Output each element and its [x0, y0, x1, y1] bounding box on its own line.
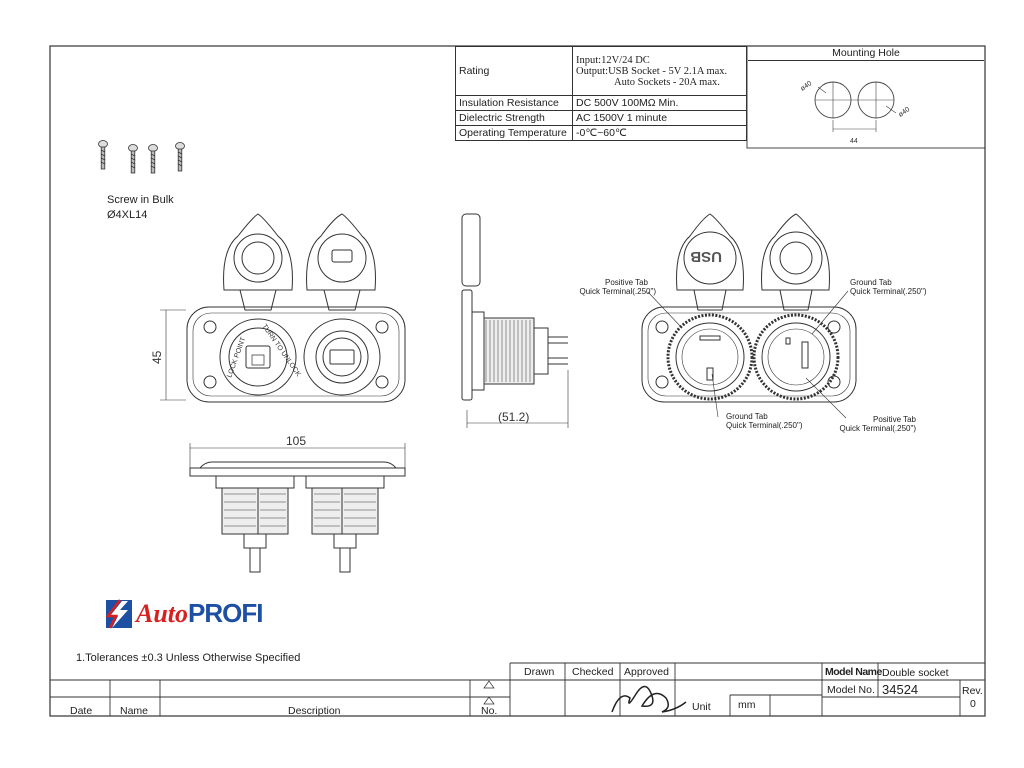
- callout-4-line2: Quick Terminal(.250"): [839, 424, 917, 433]
- logo-auto: Auto: [136, 599, 189, 628]
- callout-positive-tab-1: Positive Tab Quick Terminal(.250"): [566, 278, 657, 296]
- screw-spec: Ø4XL14: [107, 209, 148, 221]
- rating-line-input: Input:12V/24 DC: [576, 54, 650, 66]
- dielectric-row: Dielectric Strength AC 1500V 1 minute: [455, 110, 747, 126]
- mount-dia-right: ø40: [897, 106, 911, 119]
- spec-table: Rating Input:12V/24 DC Output:USB Socket…: [455, 46, 747, 141]
- side-view: [461, 213, 569, 428]
- model-name-label: Model Name: [825, 666, 882, 678]
- front-height-dim: 45: [150, 350, 164, 364]
- unit-label: Unit: [692, 701, 711, 713]
- callout-3-line1: Ground Tab: [726, 412, 768, 421]
- rating-line-usb: Output:USB Socket - 5V 2.1A max.: [576, 65, 728, 77]
- title-block: [50, 662, 985, 716]
- rev-header-no: No.: [481, 705, 498, 717]
- rev-value: 0: [970, 698, 976, 710]
- unit-value: mm: [738, 699, 756, 711]
- insulation-row: Insulation Resistance DC 500V 100MΩ Min.: [455, 95, 747, 111]
- temperature-row: Operating Temperature -0℃~60℃: [455, 125, 747, 141]
- dielectric-label: Dielectric Strength: [455, 110, 573, 126]
- checked-label: Checked: [572, 666, 614, 678]
- callout-4-line1: Positive Tab: [873, 415, 916, 424]
- insulation-label: Insulation Resistance: [455, 95, 573, 111]
- usb-cap-label: USB: [690, 248, 722, 265]
- model-no-label: Model No.: [827, 684, 875, 696]
- mounting-hole-drawing: [746, 45, 986, 149]
- callout-positive-tab-2: Positive Tab Quick Terminal(.250"): [834, 415, 917, 433]
- mount-spacing: 44: [850, 138, 858, 145]
- callout-ground-tab-1: Ground Tab Quick Terminal(.250"): [850, 278, 927, 296]
- rear-view: [641, 213, 857, 419]
- mounting-hole-title: Mounting Hole: [748, 46, 984, 61]
- rev-label: Rev.: [962, 685, 983, 697]
- temperature-label: Operating Temperature: [455, 125, 573, 141]
- rating-line-auto: Auto Sockets - 20A max.: [614, 76, 720, 88]
- rating-label: Rating: [455, 46, 573, 96]
- rating-row: Rating Input:12V/24 DC Output:USB Socket…: [455, 46, 747, 96]
- rev-header-date: Date: [70, 705, 93, 717]
- bottom-width-dim: 105: [286, 434, 306, 448]
- drawn-label: Drawn: [524, 666, 555, 678]
- approval-signature: [611, 685, 687, 713]
- mount-dia-left: ø40: [799, 80, 813, 93]
- autoprofi-logo: [105, 599, 132, 629]
- approved-label: Approved: [624, 666, 669, 678]
- tolerance-note: 1.Tolerances ±0.3 Unless Otherwise Speci…: [76, 652, 301, 664]
- bottom-view: [189, 443, 406, 573]
- callout-1-line1: Positive Tab: [605, 278, 648, 287]
- rev-header-name: Name: [120, 705, 149, 717]
- callout-3-line2: Quick Terminal(.250"): [726, 421, 803, 430]
- screw-icons: [98, 140, 185, 174]
- front-view: [160, 213, 406, 403]
- screw-title: Screw in Bulk: [107, 194, 174, 206]
- insulation-value: DC 500V 100MΩ Min.: [572, 95, 747, 111]
- callout-2-line1: Ground Tab: [850, 278, 892, 287]
- side-depth-dim: (51.2): [498, 410, 529, 424]
- temperature-value: -0℃~60℃: [572, 125, 747, 141]
- logo-profi: PROFI: [188, 598, 263, 628]
- callout-ground-tab-2: Ground Tab Quick Terminal(.250"): [726, 412, 803, 430]
- rev-header-description: Description: [288, 705, 341, 717]
- model-no-value: 34524: [882, 682, 919, 697]
- callout-1-line2: Quick Terminal(.250"): [579, 287, 657, 296]
- callout-2-line2: Quick Terminal(.250"): [850, 287, 927, 296]
- logo-wordmark: AutoPROFI: [136, 598, 263, 629]
- dielectric-value: AC 1500V 1 minute: [572, 110, 747, 126]
- model-name-value: Double socket: [882, 667, 949, 679]
- rating-value: Input:12V/24 DC Output:USB Socket - 5V 2…: [572, 46, 747, 96]
